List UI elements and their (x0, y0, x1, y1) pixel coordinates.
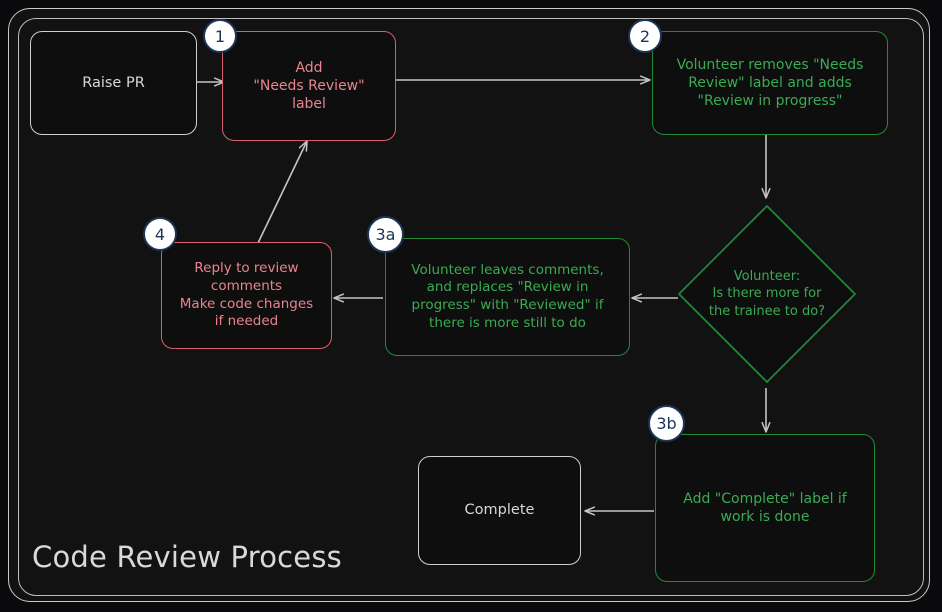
step-badge-3b: 3b (648, 405, 685, 442)
diamond-shape (678, 205, 856, 383)
node-volunteer-takes-review-text: Volunteer removes "Needs Review" label a… (676, 56, 864, 110)
node-add-complete-label[interactable]: Add "Complete" label if work is done (655, 434, 875, 582)
node-complete-label: Complete (464, 502, 535, 519)
node-reply-to-review-comments-text: Reply to review comments Make code chang… (179, 260, 314, 330)
diagram-title: Code Review Process (32, 540, 342, 574)
node-decision-more-work-text: Volunteer: Is there more for the trainee… (708, 268, 826, 319)
node-volunteer-leaves-comments-text: Volunteer leaves comments, and replaces … (411, 261, 604, 331)
step-badge-1-text: 1 (214, 26, 226, 46)
node-raise-pr-label: Raise PR (82, 74, 145, 91)
node-raise-pr[interactable]: Raise PR (30, 31, 197, 135)
node-add-needs-review-label-text: Add "Needs Review" label (253, 59, 365, 113)
step-badge-4: 4 (143, 217, 177, 251)
step-badge-2: 2 (628, 19, 662, 53)
node-decision-more-work[interactable]: Volunteer: Is there more for the trainee… (676, 203, 858, 385)
node-complete[interactable]: Complete (418, 456, 581, 565)
step-badge-3b-text: 3b (656, 414, 677, 433)
node-reply-to-review-comments[interactable]: Reply to review comments Make code chang… (161, 242, 332, 349)
step-badge-1: 1 (203, 19, 237, 53)
step-badge-3a: 3a (367, 216, 404, 253)
step-badge-4-text: 4 (154, 224, 166, 244)
node-add-complete-label-text: Add "Complete" label if work is done (683, 490, 847, 525)
node-volunteer-takes-review[interactable]: Volunteer removes "Needs Review" label a… (652, 31, 888, 135)
node-add-needs-review-label[interactable]: Add "Needs Review" label (222, 31, 396, 141)
step-badge-3a-text: 3a (375, 225, 396, 244)
step-badge-2-text: 2 (639, 26, 651, 46)
node-volunteer-leaves-comments[interactable]: Volunteer leaves comments, and replaces … (385, 238, 630, 356)
